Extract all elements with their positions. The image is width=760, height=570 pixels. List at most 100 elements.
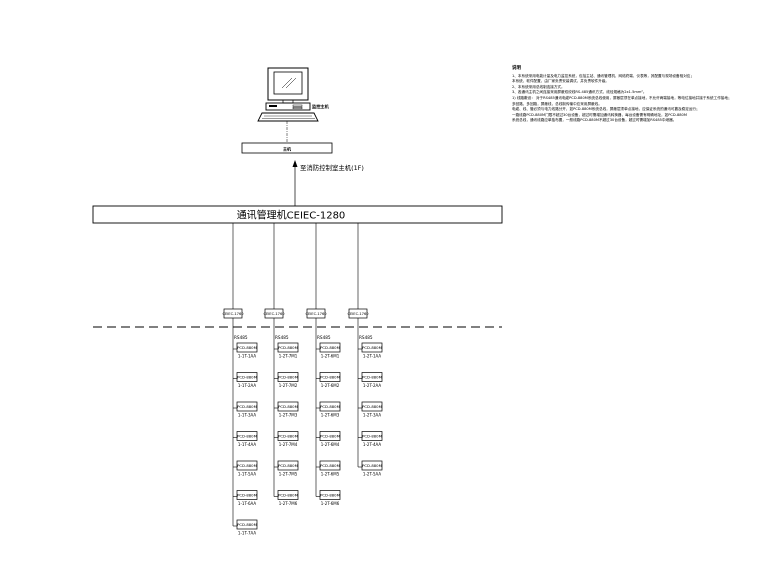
rs485-label: RS485 <box>359 335 373 340</box>
computer-workstation-icon <box>257 67 319 122</box>
meter-model: PCD-880M <box>278 493 298 498</box>
meter-id: 1-2T-3AA <box>363 413 381 418</box>
host-bus-label: 主机 <box>283 146 291 152</box>
meter-box <box>277 460 299 471</box>
meter-model: PCD-880M <box>320 345 340 350</box>
meter-box <box>236 490 258 500</box>
meter-id: 1-2T-7M3 <box>279 413 298 418</box>
meter-model: PCD-880M <box>320 493 340 498</box>
meter-box <box>319 372 341 382</box>
meter-id: 1-2T-6M2 <box>321 383 340 388</box>
meter-box <box>361 342 383 353</box>
meter-id: 1-2T-6M6 <box>321 501 340 506</box>
gateway-label: 通讯管理机CEIEC-1280 <box>237 209 346 222</box>
meter-model: PCD-880M <box>320 434 340 439</box>
gateway-bar <box>92 205 503 224</box>
meter-id: 1-2T-7M2 <box>279 383 298 388</box>
meter-model: PCD-880M <box>362 404 382 409</box>
meter-box <box>277 372 299 382</box>
meter-box <box>236 372 258 382</box>
rs485-label: RS485 <box>234 335 248 340</box>
meter-id: 1-1T-3AA <box>238 413 256 418</box>
workstation-label: 监控主机 <box>312 103 330 110</box>
meter-model: PCD-880M <box>237 345 257 350</box>
uplink-label: 至消防控制室主机(1F) <box>300 163 364 172</box>
meter-model: PCD-880M <box>320 404 340 409</box>
notes-line: 本系统、软件配置，由厂家负责安装调试，并负责软件升级。 <box>512 79 610 84</box>
meter-id: 1-1T-6AA <box>238 501 256 506</box>
device-column: CEIEC-1760RS485PCD-880M1-2T-7M1PCD-880M1… <box>263 223 299 506</box>
meter-id: 1-2T-6M1 <box>321 354 340 359</box>
meter-box <box>361 431 383 441</box>
meter-box <box>236 342 258 353</box>
meter-id: 1-1T-1AA <box>238 354 256 359</box>
meter-model: PCD-880M <box>278 404 298 409</box>
meter-box <box>319 342 341 353</box>
converter-label: CEIEC-1760 <box>347 312 369 316</box>
meter-id: 1-2T-6M5 <box>321 472 340 477</box>
meter-model: PCD-880M <box>237 375 257 380</box>
meter-model: PCD-880M <box>237 493 257 498</box>
meter-box <box>277 342 299 353</box>
meter-box <box>277 401 299 412</box>
meter-model: PCD-880M <box>362 434 382 439</box>
notes-title: 说明 <box>512 66 521 71</box>
meter-id: 1-1T-2AA <box>238 383 256 388</box>
converter-label: CEIEC-1760 <box>305 312 327 316</box>
uplink-arrow <box>292 160 298 206</box>
notes-line: 3、各通讯主机之间连接采用屏蔽双绞线RS-485通讯方式，线径规格为2x1.5m… <box>512 90 647 95</box>
rs485-label: RS485 <box>275 335 289 340</box>
meter-box <box>319 431 341 441</box>
meter-id: 1-2T-7M5 <box>279 472 298 477</box>
notes-line: 1、本系统采用电能计量及电力监控系统，包括主站、通讯管理机、网络终端、仪表等，其… <box>512 73 694 78</box>
notes-line: 系统总线，通讯线路应单独布置，一般线路PCD-880M不超过30台设备，超过时需… <box>512 118 677 123</box>
meter-model: PCD-880M <box>278 463 298 468</box>
meter-model: PCD-880M <box>278 345 298 350</box>
meter-model: PCD-880M <box>362 375 382 380</box>
rs485-label: RS485 <box>317 335 331 340</box>
meter-box <box>236 401 258 412</box>
meter-model: PCD-880M <box>362 345 382 350</box>
converter-label: CEIEC-1760 <box>222 312 244 316</box>
meter-id: 1-2T-6M3 <box>321 413 340 418</box>
meter-id: 1-2T-7M4 <box>279 442 298 447</box>
meter-id: 1-2T-4AA <box>363 442 381 447</box>
meter-box <box>319 490 341 500</box>
meter-box <box>361 460 383 471</box>
meter-box <box>277 490 299 500</box>
meter-box <box>361 401 383 412</box>
meter-id: 1-2T-5AA <box>363 472 381 477</box>
meter-box <box>319 401 341 412</box>
meter-id: 1-2T-1AA <box>363 354 381 359</box>
meter-box <box>277 431 299 441</box>
meter-model: PCD-880M <box>320 463 340 468</box>
meter-model: PCD-880M <box>237 404 257 409</box>
device-column: CEIEC-1760RS485PCD-880M1-2T-6M1PCD-880M1… <box>305 223 341 506</box>
notes-panel: 说明 1、本系统采用电能计量及电力监控系统，包括主站、通讯管理机、网络终端、仪表… <box>512 66 732 124</box>
meter-model: PCD-880M <box>237 522 257 527</box>
meter-box <box>361 372 383 382</box>
meter-model: PCD-880M <box>237 434 257 439</box>
meter-model: PCD-880M <box>320 375 340 380</box>
meter-id: 1-1T-5AA <box>238 472 256 477</box>
meter-id: 1-2T-7M6 <box>279 501 298 506</box>
notes-line: 2、本系统采用总线制连接方式。 <box>512 84 565 89</box>
meter-model: PCD-880M <box>237 463 257 468</box>
meter-id: 1-2T-6M4 <box>321 442 340 447</box>
converter-label: CEIEC-1760 <box>263 312 285 316</box>
meter-id: 1-1T-4AA <box>238 442 256 447</box>
notes-line: 电缆、线、管必须与电力线路分开，如PCD-880M系统总线，屏蔽层须单点接地，应… <box>512 107 700 112</box>
meter-id: 1-2T-7M1 <box>279 354 298 359</box>
meter-box <box>236 431 258 441</box>
notes-line: 多回路、多回路，屏蔽线，总线制传输中应采用屏蔽线。 <box>512 101 602 106</box>
notes-line: 一路线路PCD-880M门限不超过30台设备，超过时需增加通讯转换器，每台设备需… <box>512 112 687 117</box>
meter-box <box>236 460 258 471</box>
meter-id: 1-1T-7AA <box>238 531 256 536</box>
meter-model: PCD-880M <box>278 434 298 439</box>
host-bus-box <box>241 142 333 154</box>
meter-box <box>236 519 258 530</box>
meter-model: PCD-880M <box>362 463 382 468</box>
